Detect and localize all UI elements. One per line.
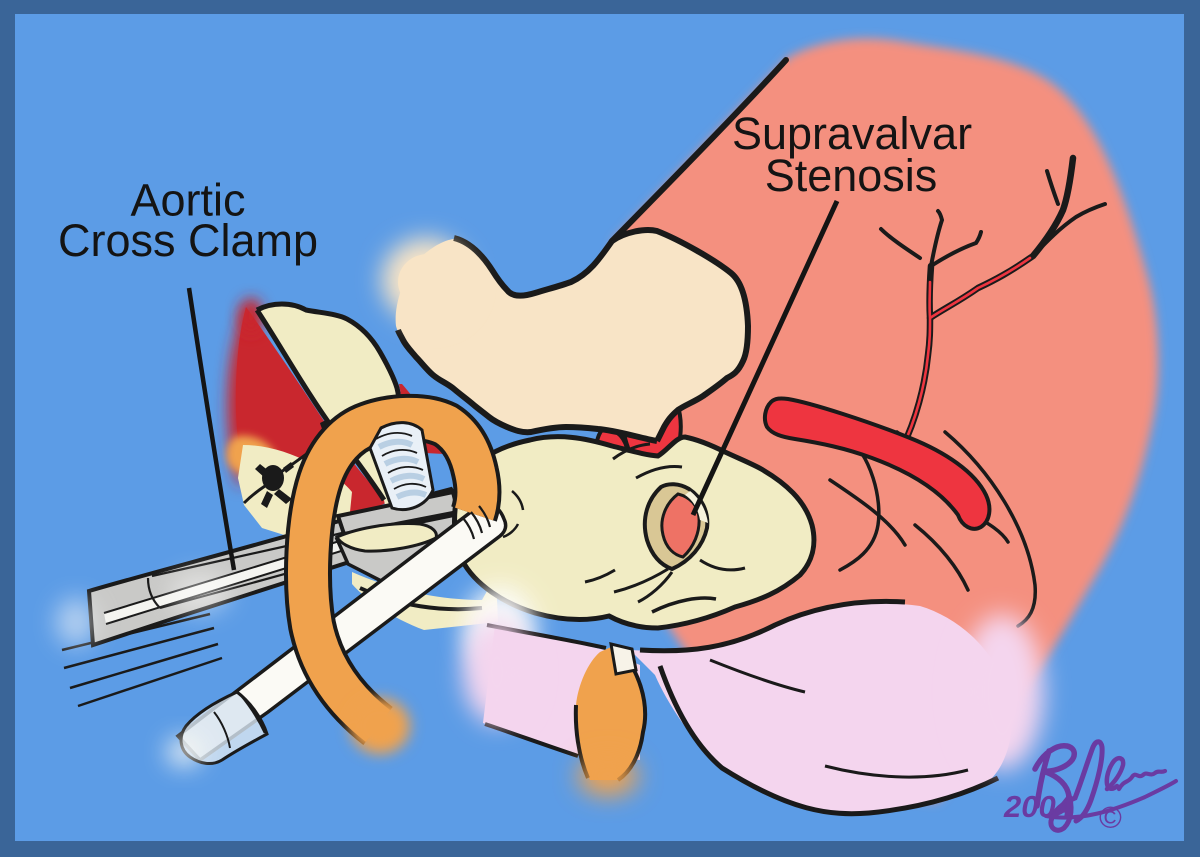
svg-text:Supravalvar: Supravalvar	[732, 108, 972, 159]
svg-text:Aortic: Aortic	[130, 175, 245, 226]
svg-text:Cross Clamp: Cross Clamp	[58, 215, 318, 266]
svg-text:Stenosis: Stenosis	[765, 150, 938, 201]
svg-text:2004: 2004	[1003, 789, 1073, 824]
svg-text:©: ©	[1099, 800, 1122, 835]
